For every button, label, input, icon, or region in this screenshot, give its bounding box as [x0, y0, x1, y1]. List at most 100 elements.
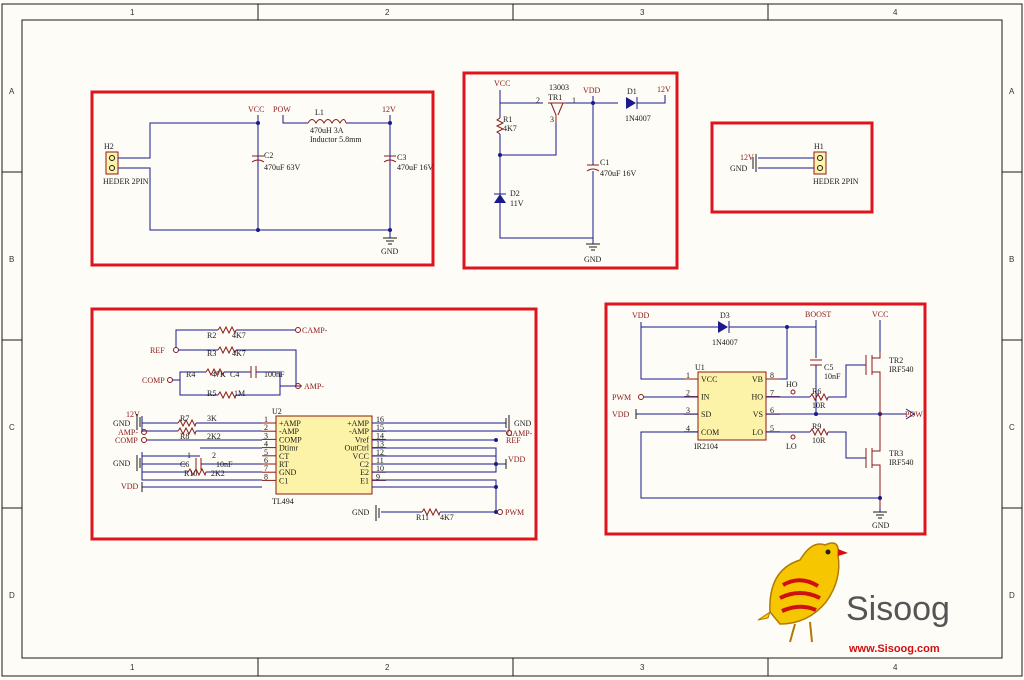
u2-ref: U2: [272, 407, 282, 416]
row-label-c: C: [9, 423, 15, 432]
u2-left-num-3: 4: [264, 440, 268, 449]
gnd-label: GND: [381, 247, 399, 256]
output-connector-block: 12V GND H1 HEDER 2PIN: [710, 121, 874, 214]
u1-right-name-3: LO: [752, 428, 763, 437]
driver-block-highlight: [604, 302, 927, 536]
r1-ref: R1: [503, 115, 512, 124]
u2-right-num-4: 12: [376, 448, 384, 457]
pwm-block-highlight: [90, 307, 538, 541]
r5-ref: R5: [207, 389, 216, 398]
u2-left-num-6: 7: [264, 464, 268, 473]
u2-right-name-7: E1: [360, 476, 369, 485]
h1-name: HEDER 2PIN: [813, 177, 859, 186]
u1-left-num-3: 4: [686, 424, 690, 433]
12v-label: 12V: [382, 105, 396, 114]
r6-value: 10R: [812, 401, 826, 410]
ref-label: REF: [150, 346, 165, 355]
c2-value: 470uF 63V: [264, 163, 300, 172]
u2-left-name-0: +AMP: [279, 419, 301, 428]
u1-left-num-2: 3: [686, 406, 690, 415]
u2-right-num-6: 10: [376, 464, 384, 473]
u2-left-name-6: GND: [279, 468, 297, 477]
reg-gnd-label: GND: [584, 255, 602, 264]
c3-ref: C3: [397, 153, 406, 162]
pwm-controller-block: R2 4K7 CAMP- REF R3 4K7 COMP R4 47K C4 1…: [90, 307, 538, 541]
h2-name: HEDER 2PIN: [103, 177, 149, 186]
c6-pin2: 2: [212, 451, 216, 460]
c1-value: 470uF 16V: [600, 169, 636, 178]
r11-ref: R11: [416, 513, 429, 522]
row-label-a-right: A: [1009, 87, 1015, 96]
drv-vdd-label: VDD: [632, 311, 650, 320]
tr1-pin3: 3: [550, 115, 554, 124]
c5-value: 10nF: [824, 372, 841, 381]
u2-left-name-1: -AMP: [279, 427, 300, 436]
u2-left-num-1: 2: [264, 423, 268, 432]
r7-ref: R7: [180, 414, 189, 423]
tr2-value: IRF540: [889, 365, 913, 374]
u2-camp-right: CAMP-: [507, 429, 533, 438]
pwm-gnd2-label: GND: [113, 459, 131, 468]
r9-ref: R9: [812, 422, 821, 431]
u1-right-name-0: VB: [752, 375, 763, 384]
pwm-gnd-label: GND: [113, 419, 131, 428]
pow-label: POW: [273, 105, 291, 114]
c3-value: 470uF 16V: [397, 163, 433, 172]
r2-value: 4K7: [232, 331, 246, 340]
h2-ref: H2: [104, 142, 114, 151]
tr2-ref: TR2: [889, 356, 903, 365]
d3-value: 1N4007: [712, 338, 738, 347]
r9-value: 10R: [812, 436, 826, 445]
reg-12v-label: 12V: [657, 85, 671, 94]
comp-label: COMP: [142, 376, 165, 385]
u2-left-name-3: Dtimr: [279, 444, 298, 453]
u1-left-num-1: 2: [686, 389, 690, 398]
col-label-2: 2: [385, 8, 390, 17]
drv-gnd-label: GND: [872, 521, 890, 530]
d2-ref: D2: [510, 189, 520, 198]
regulator-block: VCC R1 4K7 D2 11V 13003 TR1 2 1 3 VDD: [462, 71, 679, 270]
ho-label: HO: [786, 380, 798, 389]
r3-value: 4K7: [232, 349, 246, 358]
pwm-vdd-label: VDD: [121, 482, 139, 491]
u2-right-name-3: OutCtrl: [345, 444, 370, 453]
c4-value: 100nF: [264, 370, 285, 379]
ir2104-chip: [697, 371, 767, 441]
r7-value: 3K: [207, 414, 217, 423]
d3-ref: D3: [720, 311, 730, 320]
h1-gnd-label: GND: [730, 164, 748, 173]
u1-right-name-1: HO: [751, 393, 763, 402]
drv-pow-label: POW: [905, 410, 923, 419]
drv-vdd2-label: VDD: [612, 410, 630, 419]
col-label-1: 1: [130, 8, 135, 17]
u2-gnd-right: GND: [514, 419, 532, 428]
u2-right-num-2: 14: [376, 431, 384, 440]
u2-vdd-right: VDD: [508, 455, 526, 464]
u1-left-name-2: SD: [701, 410, 711, 419]
c6-value: 10nF: [216, 460, 233, 469]
l1-note: Inductor 5.8mm: [310, 135, 362, 144]
r3-ref: R3: [207, 349, 216, 358]
u2-left-name-2: COMP: [279, 435, 302, 444]
boost-label: BOOST: [805, 310, 831, 319]
u2-right-num-3: 13: [376, 440, 384, 449]
u2-right-num-5: 11: [376, 456, 384, 465]
u2-right-num-0: 16: [376, 415, 384, 424]
tr1-pin2: 2: [536, 96, 540, 105]
u1-left-name-0: VCC: [701, 375, 717, 384]
tr3-ref: TR3: [889, 449, 903, 458]
tr1-ref: TR1: [548, 93, 562, 102]
regulator-block-highlight: [462, 71, 679, 270]
row-label-c-right: C: [1009, 423, 1015, 432]
row-label-a: A: [9, 87, 15, 96]
c4-ref: C4: [230, 370, 239, 379]
l1-value: 470uH 3A: [310, 126, 344, 135]
u1-left-name-1: IN: [701, 393, 710, 402]
u1-right-num-0: 8: [770, 371, 774, 380]
u1-name: IR2104: [694, 442, 718, 451]
sisoog-logo: Sisoog www.Sisoog.com: [757, 542, 950, 655]
input-filter-block: H2 HEDER 2PIN C2 470uF 63V C3 470uF 16V …: [90, 90, 435, 267]
d2-value: 11V: [510, 199, 524, 208]
c5-ref: C5: [824, 363, 833, 372]
